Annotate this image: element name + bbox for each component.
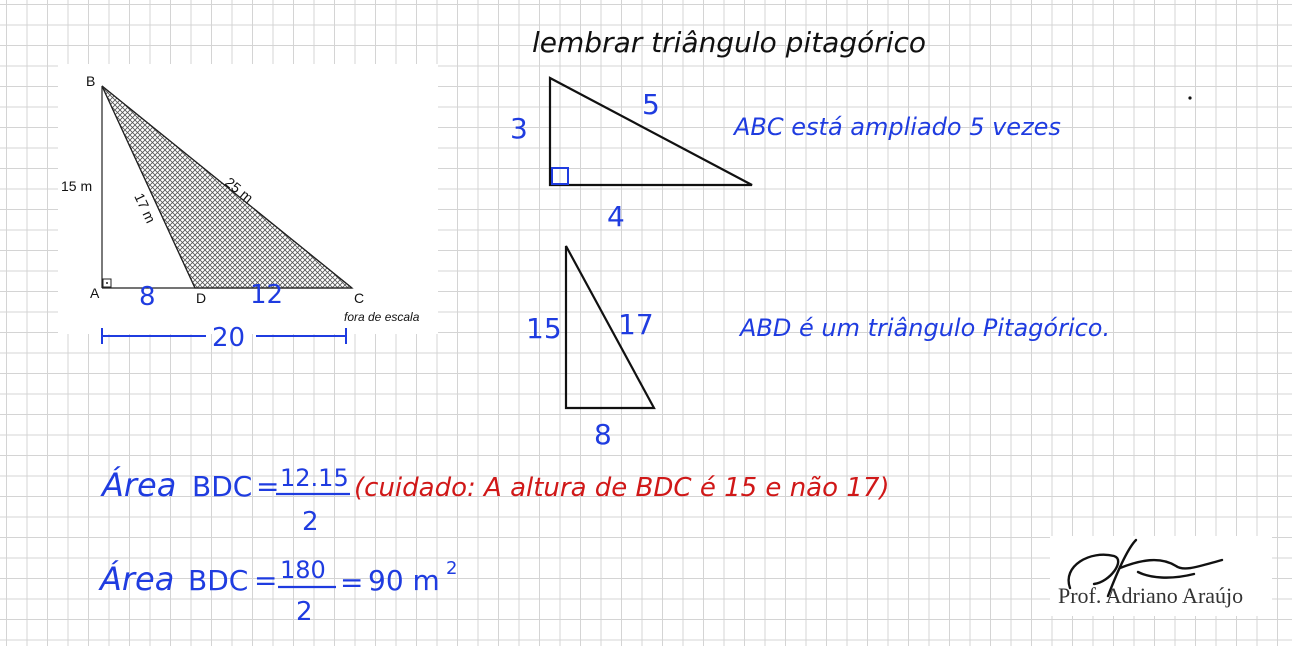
signature-name: Prof. Adriano Araújo	[1058, 583, 1244, 608]
signature-scribble-icon	[1067, 538, 1224, 598]
area1-equals: =	[256, 470, 279, 503]
area1-numerator: 12.15	[280, 464, 349, 492]
printed-triangle-figure	[101, 85, 354, 289]
scale-note: fora de escala	[344, 310, 420, 324]
triangle-3-4-5	[548, 76, 753, 187]
area2-numerator: 180	[280, 556, 326, 584]
dc-length-note: 12	[250, 280, 283, 310]
area2-name: BDC	[188, 564, 248, 597]
ac-dimension-line	[101, 328, 347, 344]
page-title: lembrar triângulo pitagórico	[532, 26, 926, 59]
triangle-345-left-label: 3	[510, 112, 528, 145]
area1-remark: (cuidado: A altura de BDC é 15 e não 17)	[354, 473, 890, 503]
side-bd	[101, 85, 196, 289]
signature-panel	[1050, 536, 1272, 616]
area1-denominator: 2	[302, 507, 319, 537]
abc-scale-note: ABC está ampliado 5 vezes	[732, 113, 1061, 141]
side-ab-label: 15 m	[61, 178, 92, 194]
triangle-81517-bottom-label: 8	[594, 418, 612, 451]
abd-pythagorean-note: ABD é um triângulo Pitagórico.	[738, 314, 1110, 342]
right-angle-dot	[106, 282, 108, 284]
triangle-81517-left-label: 15	[526, 312, 562, 345]
vertex-b-label: B	[86, 73, 95, 89]
ac-length-note: 20	[212, 323, 245, 353]
vertex-c-label: C	[354, 290, 364, 306]
stray-ink-dot	[1188, 96, 1192, 100]
area2-denominator: 2	[296, 597, 313, 627]
area2-exponent: 2	[446, 558, 457, 579]
right-angle-mark-a	[102, 278, 112, 288]
area2-result: 90 m	[368, 564, 440, 597]
vertex-a-label: A	[90, 285, 100, 301]
area2-label: Área	[98, 560, 174, 598]
area2-equals: =	[254, 564, 277, 597]
ad-length-note: 8	[139, 282, 156, 312]
area1-name: BDC	[192, 470, 252, 503]
triangle-8-15-17	[564, 245, 656, 410]
side-bc	[101, 85, 353, 289]
triangle-345-hyp-label: 5	[642, 88, 660, 121]
triangle-345-bottom-label: 4	[607, 200, 625, 233]
area2-equals-2: =	[340, 566, 363, 599]
vertex-d-label: D	[196, 290, 206, 306]
area1-label: Área	[100, 466, 176, 504]
triangle-81517-hyp-label: 17	[618, 308, 654, 341]
